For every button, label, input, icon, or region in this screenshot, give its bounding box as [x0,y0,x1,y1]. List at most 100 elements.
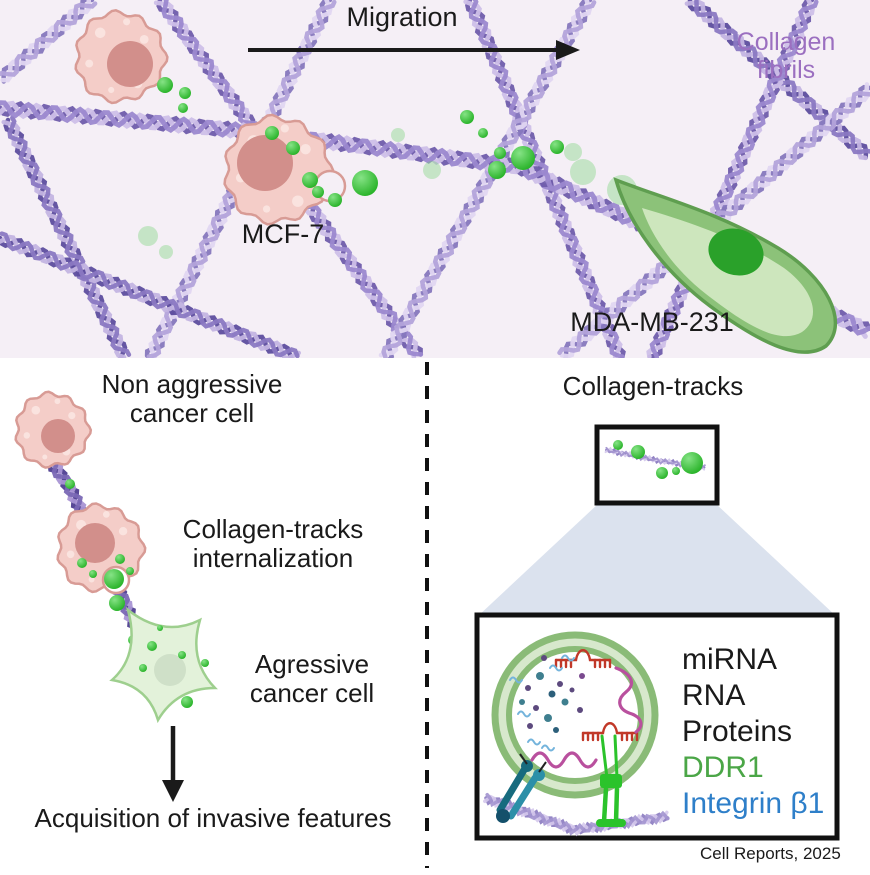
rna-strand-icon [530,751,598,769]
vacuole [42,454,48,460]
collagen-track-vesicle [511,146,535,170]
collagen-track-vesicle [352,170,378,196]
vacuole [31,405,41,415]
mirna-hairpin-icon [581,722,639,742]
vacuole [88,576,95,583]
collagen-track-vesicle [181,696,193,708]
collagen-track-vesicle [157,625,163,631]
cell-nucleus [237,135,293,191]
zoom-trapezoid-icon [477,503,837,617]
cargo-label-ddr1: DDR1 [682,751,764,784]
mcf7-cell [223,113,335,226]
acquisition-label: Acquisition of invasive features [34,803,392,833]
collagen-track-vesicle [178,103,188,113]
mechanism-illustration [14,362,840,868]
collagen-track-vesicle [460,110,474,124]
faded-vesicle [159,245,173,259]
down-arrow-icon [162,726,184,802]
aggressive-label: Agressive cancer cell [250,650,374,708]
rna-fragment-icon [549,664,563,672]
faded-vesicle [564,143,582,161]
collagen-track-vesicle [104,569,124,589]
protein-dot [548,690,556,698]
journal-credit: Cell Reports, 2025 [700,844,841,863]
non-aggressive-label: Non aggressive cancer cell [102,370,283,428]
faded-vesicle [570,159,596,185]
vacuole [23,432,31,439]
collagen-track-vesicle [302,172,318,188]
collagen-track-vesicle [115,554,125,564]
integrin-b1-receptor-icon [496,753,547,823]
collagen-tracks-title: Collagen-tracks [562,371,744,401]
protein-dot [561,698,569,706]
cell-nucleus [708,228,764,276]
vacuole [123,18,131,26]
vacuole [139,35,149,44]
vacuole [85,59,94,68]
faded-vesicle [391,128,405,142]
mcf7-label: MCF-7 [241,219,325,249]
collagen-track-vesicle [77,558,87,568]
vacuole [94,27,106,39]
rna-fragment-icon [561,654,575,662]
collagen-track-vesicle [488,161,506,179]
protein-dot [525,685,531,691]
collagen-track-vesicle [550,140,564,154]
collagen-track-vesicle [478,128,488,138]
vacuole [262,205,271,213]
rna-fragment-icon [509,676,523,684]
collagen-track-vesicle [681,452,703,474]
protein-dot [544,714,552,722]
cell-nucleus [154,654,186,686]
collagen-fibril [1,115,132,358]
cell-nucleus [75,523,115,563]
collagen-track-vesicle [265,126,279,140]
rna-strand-icon [614,666,643,734]
faded-vesicle [138,226,158,246]
mcf7-cell [56,502,147,594]
mechanism-panels: Non aggressive cancer cell Collagen-trac… [0,358,870,875]
non-aggressive-line2: cancer cell [129,398,255,428]
internalization-line2: internalization [192,543,354,573]
vacuole [300,144,311,155]
vacuole [108,86,115,94]
protein-dot [527,723,533,729]
collagen-fibrils-label: Collagen fibrils [737,28,836,84]
aggressive-line2: cancer cell [249,678,375,708]
migration-arrow-icon [248,40,580,60]
collagen-track-vesicle [201,659,209,667]
cargo-label-rna: RNA [682,679,746,712]
aggressive-cancer-cell [109,606,218,724]
collagen-fibril [0,231,301,358]
vacuole [102,511,110,518]
internalization-line1: Collagen-tracks [182,514,364,544]
non-aggressive-line1: Non aggressive [101,369,283,399]
ddr1-receptor-icon [596,734,626,827]
collagen-track-vesicle [179,87,191,99]
cell-nucleus [41,419,75,453]
rna-fragment-icon [541,744,555,752]
vacuole [66,550,75,559]
collagen-track-vesicle [126,567,134,575]
protein-dot [541,655,547,661]
mirna-hairpin-icon [554,649,612,669]
protein-dot [519,699,525,705]
rna-fragment-icon [517,710,531,718]
collagen-fibril [646,0,819,358]
protein-dot [533,705,539,711]
internalization-label: Collagen-tracks internalization [183,515,364,573]
cargo-label-proteins: Proteins [682,715,793,748]
collagen-track-vesicle [157,77,173,93]
aggressive-line1: Agressive [254,649,370,679]
vacuole [118,527,128,536]
vacuole [292,195,304,207]
protein-dot [536,672,544,680]
migration-panel: Migration Collagen fibrils MCF-7 MDA-MB-… [0,0,870,358]
migration-label: Migration [346,2,458,32]
collagen-track-vesicle [147,641,157,651]
vacuole [54,398,61,405]
collagen-track-vesicle [672,467,680,475]
collagen-track-vesicle [328,193,342,207]
protein-dot [579,673,585,679]
